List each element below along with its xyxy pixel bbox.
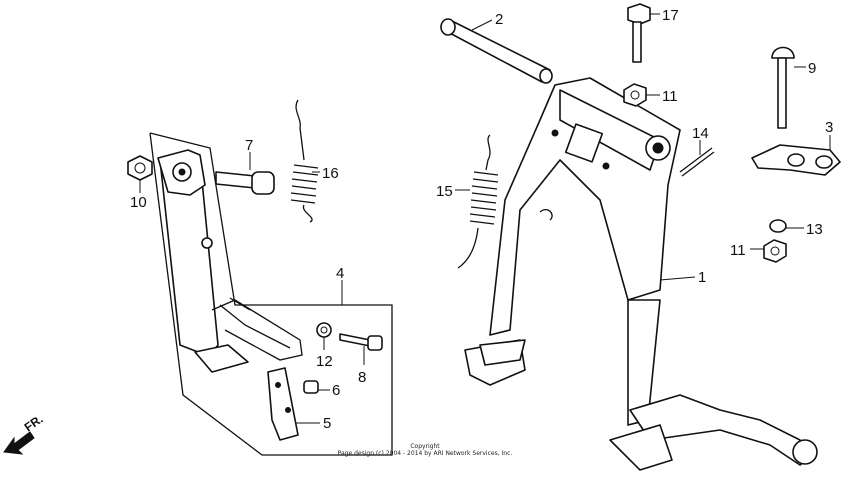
side-stand-pad[interactable] [267,367,299,441]
callout-3: 3 [825,119,833,136]
pivot-pin[interactable] [215,171,275,195]
bolt-17[interactable] [627,3,651,63]
callout-11-lower: 11 [730,242,746,259]
pin-14[interactable] [679,147,715,177]
callout-2: 2 [495,11,503,28]
callout-7: 7 [245,137,253,154]
nut[interactable] [127,155,153,181]
pivot-bolt[interactable] [339,333,383,351]
callout-8: 8 [358,369,366,386]
main-stand[interactable] [464,77,818,471]
callout-14: 14 [692,125,709,142]
callout-labels: 1 2 3 4 5 6 7 8 9 10 11 11 12 13 14 15 1… [130,7,833,432]
side-stand-spring[interactable] [290,99,319,223]
callout-13: 13 [806,221,823,238]
front-direction-label: FR. [22,412,46,435]
callout-17: 17 [662,7,679,24]
callout-5: 5 [323,415,331,432]
nut-11-lower[interactable] [763,239,787,263]
front-arrow-icon [3,431,35,455]
copyright-line-1: Copyright [410,443,440,450]
leader-lines [139,13,831,424]
main-stand-shaft[interactable] [440,18,553,84]
stopper-bracket[interactable] [751,144,841,176]
copyright-line-2: Page design (c) 2004 - 2014 by ARI Netwo… [338,450,513,457]
callout-9: 9 [808,60,816,77]
callout-6: 6 [332,382,340,399]
callout-10: 10 [130,194,147,211]
callout-15: 15 [436,183,453,200]
callout-1: 1 [698,269,706,286]
main-stand-spring[interactable] [457,134,553,269]
copyright-notice: Copyright Page design (c) 2004 - 2014 by… [338,443,513,457]
nut-11-top[interactable] [623,83,647,107]
side-stand[interactable] [157,149,303,373]
callout-11-top: 11 [662,88,678,105]
callout-12: 12 [316,353,333,370]
callout-16: 16 [322,165,339,182]
collar[interactable] [303,380,319,394]
front-direction-indicator: FR. [3,412,46,455]
washer[interactable] [316,322,332,338]
washer-13[interactable] [769,219,787,233]
callout-4: 4 [336,265,344,282]
bolt-9[interactable] [771,46,795,129]
side-stand-assembly-box [149,132,393,456]
